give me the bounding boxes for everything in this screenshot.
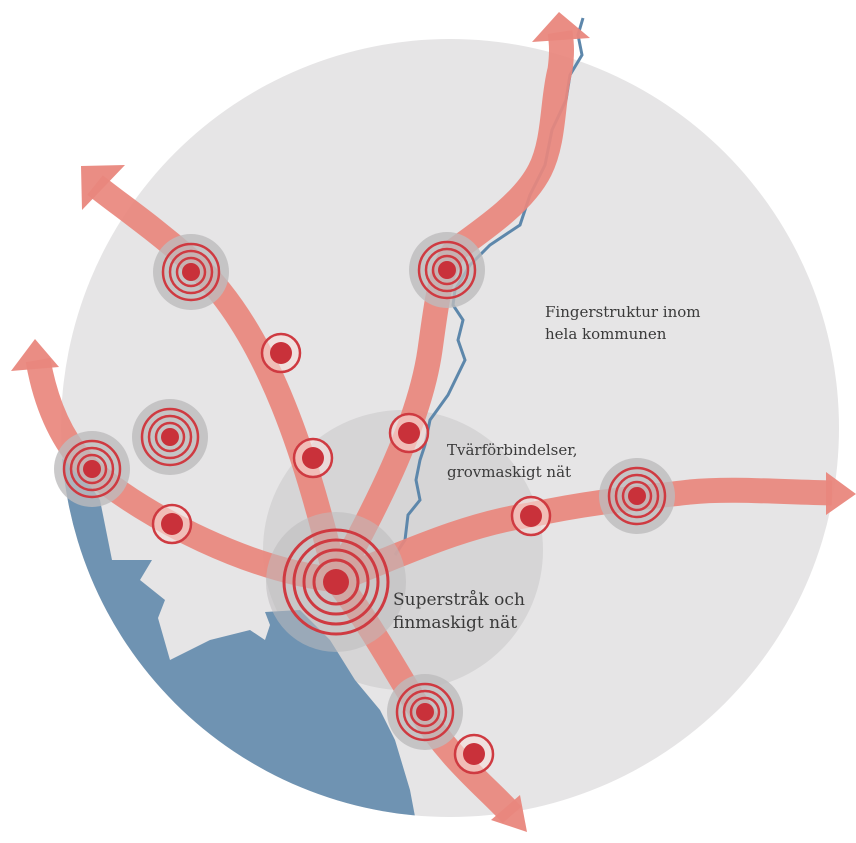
node-ring	[431, 254, 463, 286]
arrowhead-north	[532, 12, 590, 42]
minor-node	[292, 437, 334, 479]
node-ring	[614, 473, 660, 519]
finger-structure-label-line1: Fingerstruktur inom	[545, 303, 701, 321]
finger-structure-label: Fingerstruktur inom hela kommunen	[545, 302, 701, 346]
node-ring	[395, 682, 455, 742]
node-ring	[62, 439, 122, 499]
node-ring	[409, 696, 441, 728]
node-ring	[140, 407, 200, 467]
minor-node	[388, 412, 430, 454]
node-core	[270, 342, 292, 364]
node-ring	[154, 421, 186, 453]
cross-connections-label-line1: Tvärförbindelser,	[447, 441, 578, 459]
cross-connections-label: Tvärförbindelser, grovmaskigt nät	[447, 440, 578, 484]
finger-structure-label-line2: hela kommunen	[545, 324, 667, 343]
node-core	[416, 703, 434, 721]
super-corridor-label-line2: finmaskigt nät	[393, 613, 518, 634]
node-core	[398, 422, 420, 444]
major-node	[54, 431, 130, 507]
node-ring	[175, 256, 207, 288]
node-ring	[147, 414, 193, 460]
arrowhead-southeast	[491, 795, 527, 832]
node-core	[83, 460, 101, 478]
nodes	[54, 232, 675, 775]
node-core	[161, 428, 179, 446]
hub-node	[266, 512, 406, 652]
node-core	[628, 487, 646, 505]
arrowhead-east	[826, 472, 856, 515]
major-node	[599, 458, 675, 534]
super-corridor-label-line1: Superstråk och	[393, 590, 525, 610]
minor-node	[453, 733, 495, 775]
node-core	[182, 263, 200, 281]
node-ring	[76, 453, 108, 485]
arrowhead-west	[11, 339, 59, 371]
node-ring	[607, 466, 667, 526]
hub-ring	[302, 548, 370, 616]
node-ring	[161, 242, 221, 302]
node-ring	[417, 240, 477, 300]
hub-core	[323, 569, 349, 595]
hub-ring	[282, 528, 390, 636]
node-core	[520, 505, 542, 527]
node-ring	[424, 247, 470, 293]
node-core	[438, 261, 456, 279]
node-core	[463, 743, 485, 765]
corridor-arrowheads	[11, 12, 856, 832]
major-node	[387, 674, 463, 750]
cross-connections-label-line2: grovmaskigt nät	[447, 462, 572, 481]
node-ring	[621, 480, 653, 512]
corridor-northwest	[87, 175, 349, 583]
node-core	[302, 447, 324, 469]
minor-node	[151, 503, 193, 545]
major-node	[132, 399, 208, 475]
hub-ring	[292, 538, 380, 626]
major-node	[409, 232, 485, 308]
major-node	[153, 234, 229, 310]
node-ring	[168, 249, 214, 295]
node-core	[161, 513, 183, 535]
super-corridor-label: Superstråk och finmaskigt nät	[393, 589, 525, 636]
arrowhead-northwest	[81, 165, 125, 210]
node-ring	[69, 446, 115, 492]
node-ring	[402, 689, 448, 735]
minor-node	[260, 332, 302, 374]
hub-ring	[312, 558, 360, 606]
minor-node	[510, 495, 552, 537]
